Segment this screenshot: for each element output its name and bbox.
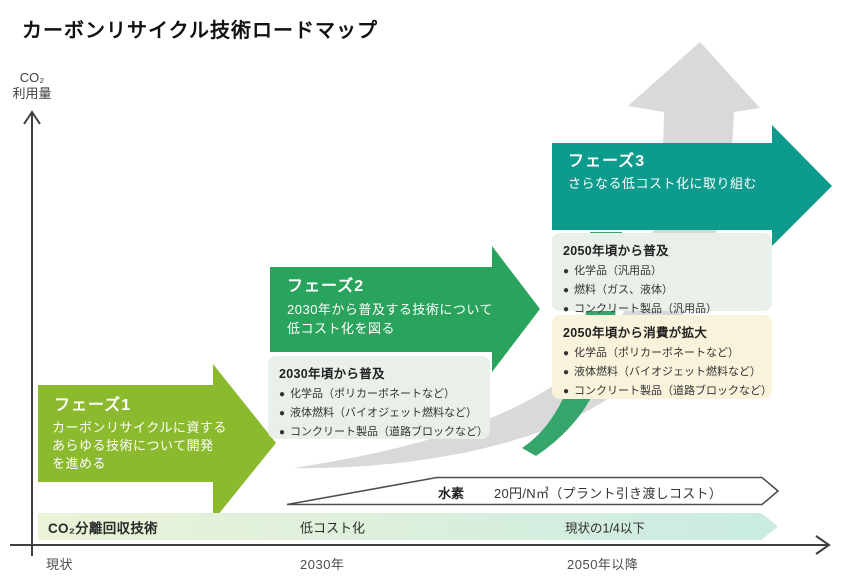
phase2-description: 2030年から普及する技術について 低コスト化を図る — [287, 302, 494, 336]
phase2-arrow: フェーズ2 2030年から普及する技術について 低コスト化を図る — [270, 246, 540, 372]
bullet-icon: ● — [279, 389, 286, 400]
infobox-2030-spread: 2030年頃から普及 ● 化学品（ポリカーボネートなど） ● 液体燃料（バイオジ… — [268, 356, 490, 439]
x-tick-2050: 2050年以降 — [567, 557, 639, 572]
co2-capture-band-label: CO₂分離回収技術 — [48, 520, 158, 536]
list-item-text: コンクリート製品（汎用品） — [574, 303, 718, 315]
list-item-text: コンクリート製品（道路ブロックなど） — [290, 426, 489, 438]
list-item: ● コンクリート製品（道路ブロックなど） — [279, 423, 488, 442]
y-axis-label: CO₂ 利用量 — [2, 70, 62, 102]
x-tick-2030: 2030年 — [300, 557, 345, 572]
list-item: ● 液体燃料（バイオジェット燃料など） — [563, 363, 761, 382]
bullet-icon: ● — [563, 367, 570, 378]
bullet-icon: ● — [279, 427, 286, 438]
hydrogen-banner-arrow — [286, 476, 780, 506]
infobox-title: 2050年頃から消費が拡大 — [563, 326, 708, 340]
infobox-title: 2050年頃から普及 — [563, 244, 669, 258]
band-milestone-low-cost: 低コスト化 — [300, 520, 366, 535]
list-item-text: 液体燃料（バイオジェット燃料など） — [574, 366, 762, 378]
bullet-icon: ● — [563, 304, 570, 315]
bullet-icon: ● — [563, 285, 570, 296]
bullet-icon: ● — [279, 408, 286, 419]
list-item: ● コンクリート製品（汎用品） — [563, 300, 761, 319]
infobox-title: 2030年頃から普及 — [279, 367, 385, 381]
y-axis-arrowhead-icon — [23, 110, 41, 125]
list-item: ● 化学品（ポリカーボネートなど） — [563, 344, 761, 363]
list-item-text: 化学品（汎用品） — [574, 265, 663, 277]
y-axis-label-co2: CO₂ — [19, 70, 45, 85]
phase3-arrow: フェーズ3 さらなる低コスト化に取り組む — [552, 125, 832, 246]
bullet-icon: ● — [563, 348, 570, 359]
x-axis-arrowhead-icon — [815, 535, 831, 555]
bullet-icon: ● — [563, 386, 570, 397]
hydrogen-cost-value: 20円/N㎥（プラント引き渡しコスト） — [494, 486, 723, 501]
phase1-title: フェーズ1 — [54, 397, 132, 414]
infobox-2050-consumption: 2050年頃から消費が拡大 ● 化学品（ポリカーボネートなど） ● 液体燃料（バ… — [552, 315, 772, 399]
list-item: ● 化学品（ポリカーボネートなど） — [279, 385, 479, 404]
infobox-2050-spread: 2050年頃から普及 ● 化学品（汎用品） ● 燃料（ガス、液体） ● コンクリ… — [552, 233, 772, 315]
list-item: ● 燃料（ガス、液体） — [563, 281, 761, 300]
y-axis-label-usage: 利用量 — [12, 86, 52, 101]
list-item-text: 液体燃料（バイオジェット燃料など） — [290, 407, 478, 419]
list-item: ● 液体燃料（バイオジェット燃料など） — [279, 404, 479, 423]
phase3-description: さらなる低コスト化に取り組む — [568, 176, 758, 191]
list-item-text: コンクリート製品（道路ブロックなど） — [574, 385, 773, 397]
phase1-description: カーボンリサイクルに資する あらゆる技術について開発 を進める — [52, 420, 227, 471]
list-item: ● 化学品（汎用品） — [563, 262, 761, 281]
list-item-text: 化学品（ポリカーボネートなど） — [574, 347, 740, 359]
phase2-title: フェーズ2 — [287, 278, 365, 295]
band-milestone-quarter: 現状の1/4以下 — [565, 521, 645, 535]
x-tick-present: 現状 — [46, 557, 74, 572]
list-item-text: 燃料（ガス、液体） — [574, 284, 674, 296]
list-item: ● コンクリート製品（道路ブロックなど） — [563, 382, 772, 401]
bullet-icon: ● — [563, 266, 570, 277]
phase3-title: フェーズ3 — [568, 153, 646, 170]
co2-capture-band: CO₂分離回収技術 低コスト化 現状の1/4以下 — [38, 513, 778, 540]
hydrogen-label: 水素 — [438, 486, 465, 501]
page-title: カーボンリサイクル技術ロードマップ — [22, 20, 378, 42]
list-item-text: 化学品（ポリカーボネートなど） — [290, 388, 456, 400]
